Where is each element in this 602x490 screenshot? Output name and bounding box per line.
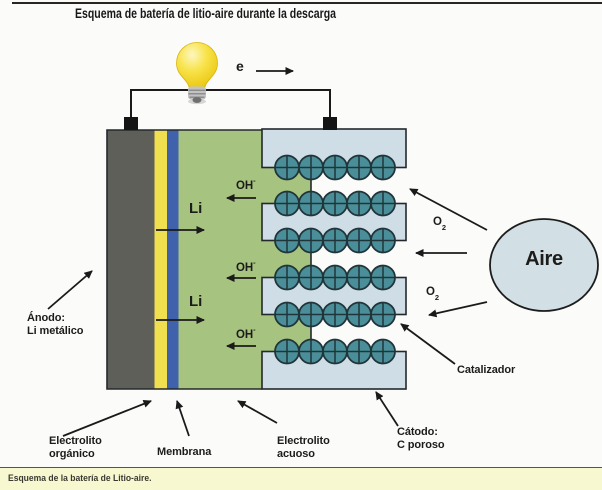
electron-label: e <box>236 58 244 74</box>
anode-terminal <box>124 117 138 130</box>
top-rule <box>12 2 602 5</box>
lithium-label-1: Li <box>189 200 203 217</box>
oxygen-arrow-top <box>409 188 488 231</box>
lithium-label-2: Li <box>189 293 203 310</box>
caption-bar: Esquema de la batería de Litio-aire. <box>0 467 602 490</box>
battery-outline <box>106 129 262 390</box>
catalyst-label: Catalizador <box>457 364 516 376</box>
membrane-label: Membrana <box>157 446 212 458</box>
hydroxide-label-2: OH- <box>236 258 256 274</box>
membrane-pointer-arrow <box>175 400 190 437</box>
oxygen-arrow-bottom <box>428 301 488 318</box>
organic-electrolyte-label: Electrolito orgánico <box>49 435 102 460</box>
light-bulb-icon <box>176 42 218 105</box>
circuit-wire <box>130 89 331 117</box>
anode-pointer-arrow <box>47 270 93 310</box>
anode-label: Ánodo: Li metálico <box>27 312 84 337</box>
organic-electrolyte-layer <box>154 130 167 389</box>
air-label: Aire <box>525 248 563 270</box>
aqueous-electrolyte-label: Electrolito acuoso <box>277 435 330 460</box>
cathode-label: Cátodo: C poroso <box>397 426 445 451</box>
oxygen-label-1: O2 <box>433 216 446 233</box>
aqueous-electrolyte-pointer-arrow <box>237 400 278 424</box>
catalyst-particles <box>274 154 396 365</box>
caption-text: Esquema de la batería de Litio-aire. <box>8 473 152 484</box>
cathode-terminal <box>323 117 337 130</box>
cathode-pointer-arrow <box>375 391 399 427</box>
hydroxide-label-3: OH- <box>236 325 256 341</box>
organic-electrolyte-pointer-arrow <box>62 400 152 437</box>
catalyst-pointer-arrow <box>400 323 456 365</box>
diagram-title: Esquema de batería de litio-aire durante… <box>75 6 337 21</box>
oxygen-label-2: O2 <box>426 286 439 303</box>
anode-layer <box>107 130 155 389</box>
air-ellipse <box>489 218 599 312</box>
hydroxide-label-1: OH- <box>236 176 256 192</box>
membrane-layer <box>167 130 179 389</box>
